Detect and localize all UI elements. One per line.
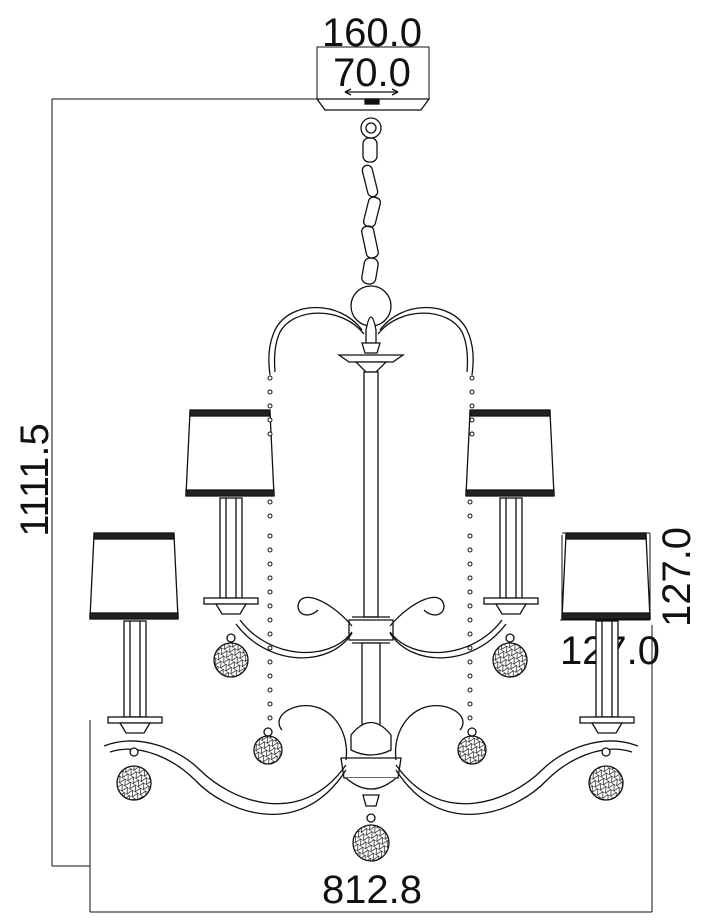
- upper-loop: [350, 285, 392, 354]
- crystal-balls: [116, 633, 624, 862]
- lamp-lower-right: [561, 532, 651, 734]
- shade-height-label: 127.0: [655, 527, 699, 627]
- chain: [360, 117, 382, 285]
- crystal-ball: [253, 727, 283, 765]
- bead-strand: [469, 375, 475, 437]
- canopy-width-label: 160.0: [322, 11, 422, 55]
- ceiling-canopy: [315, 88, 431, 111]
- bead-strands: [267, 375, 475, 721]
- lower-arms: [103, 705, 639, 815]
- crystal-ball: [457, 727, 487, 765]
- bead-strand: [267, 533, 273, 721]
- crystal-ball: [588, 747, 624, 801]
- crystal-ball: [492, 633, 528, 678]
- central-stem: [336, 354, 406, 807]
- upper-arms: [268, 307, 474, 376]
- lamp-upper-right: [465, 409, 555, 615]
- bead-strand: [467, 533, 473, 721]
- lamp-upper-left: [185, 409, 275, 615]
- bead-strand: [267, 375, 273, 437]
- overall-width-label: 812.8: [322, 868, 422, 912]
- bead-strand: [267, 499, 473, 519]
- overall-height-label: 1111.5: [13, 423, 57, 536]
- crystal-ball: [352, 813, 390, 862]
- middle-arms: [235, 596, 507, 659]
- crystal-ball: [213, 633, 249, 678]
- lamp-lower-left: [89, 532, 179, 734]
- crystal-ball: [116, 747, 152, 801]
- canopy-height-label: 70.0: [333, 51, 411, 95]
